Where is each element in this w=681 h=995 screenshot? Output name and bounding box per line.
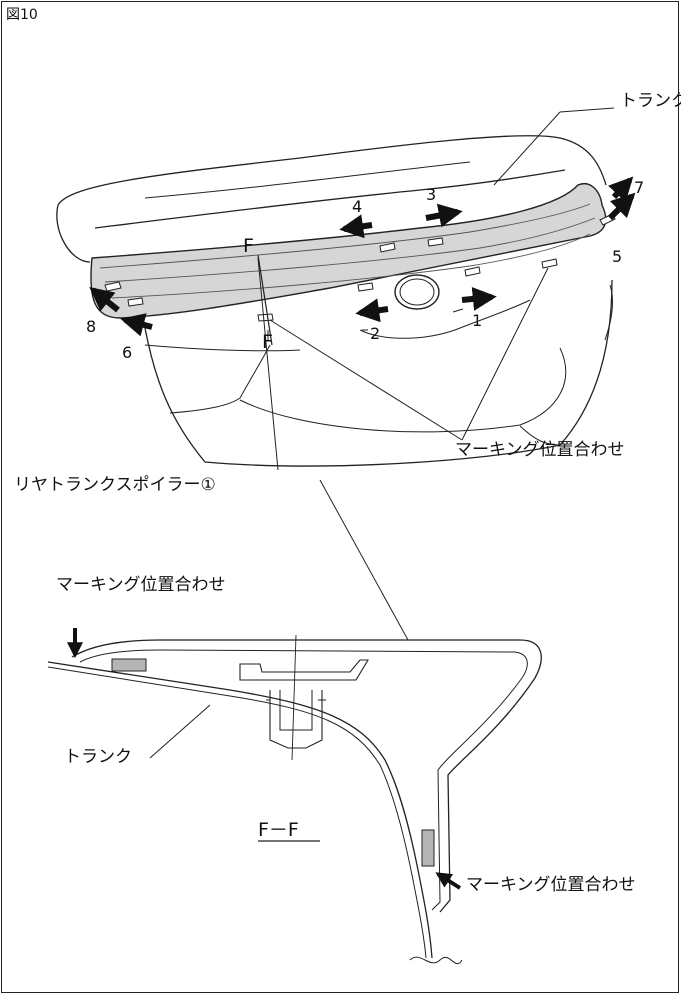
rear-trunk-spoiler — [90, 183, 607, 319]
spoiler-label: リヤトランクスポイラー① — [14, 475, 216, 495]
step-number-6: 6 — [122, 343, 132, 362]
step-number-1: 1 — [472, 311, 482, 330]
step-number-4: 4 — [352, 197, 362, 216]
marking-arrow-bottom — [435, 872, 462, 890]
arrow-2 — [355, 298, 389, 323]
section-cut-line — [257, 254, 273, 346]
leader-lines — [257, 107, 615, 641]
section-title: F－F — [258, 819, 299, 841]
emblem — [394, 274, 440, 310]
arrow-7 — [608, 176, 634, 203]
arrow-1 — [461, 286, 497, 311]
section-ff-drawing — [47, 634, 542, 965]
step-number-8: 8 — [86, 317, 96, 336]
arrow-5 — [607, 192, 636, 221]
direction-arrows — [89, 176, 636, 337]
marking-label-section-top: マーキング位置合わせ — [56, 575, 226, 595]
arrow-6 — [120, 313, 153, 337]
figure-label: 図10 — [6, 7, 38, 23]
step-number-5: 5 — [612, 247, 622, 266]
section-leaders — [149, 704, 211, 759]
arrow-4 — [339, 214, 373, 239]
marking-arrows — [67, 628, 462, 890]
step-number-2: 2 — [370, 324, 380, 343]
step-number-7: 7 — [634, 178, 644, 197]
step-number-3: 3 — [426, 185, 436, 204]
trunk-label-section: トランク — [64, 747, 132, 767]
section-mark-bottom: F — [262, 331, 273, 353]
trunk-label-top: トランク — [620, 91, 681, 111]
trunk-lid-drawing — [56, 135, 613, 467]
arrow-8 — [89, 287, 120, 313]
marking-label-section-bottom: マーキング位置合わせ — [466, 875, 636, 895]
arrow-3 — [425, 203, 463, 228]
marking-label-top: マーキング位置合わせ — [455, 440, 625, 460]
section-mark-top: F — [243, 235, 254, 257]
